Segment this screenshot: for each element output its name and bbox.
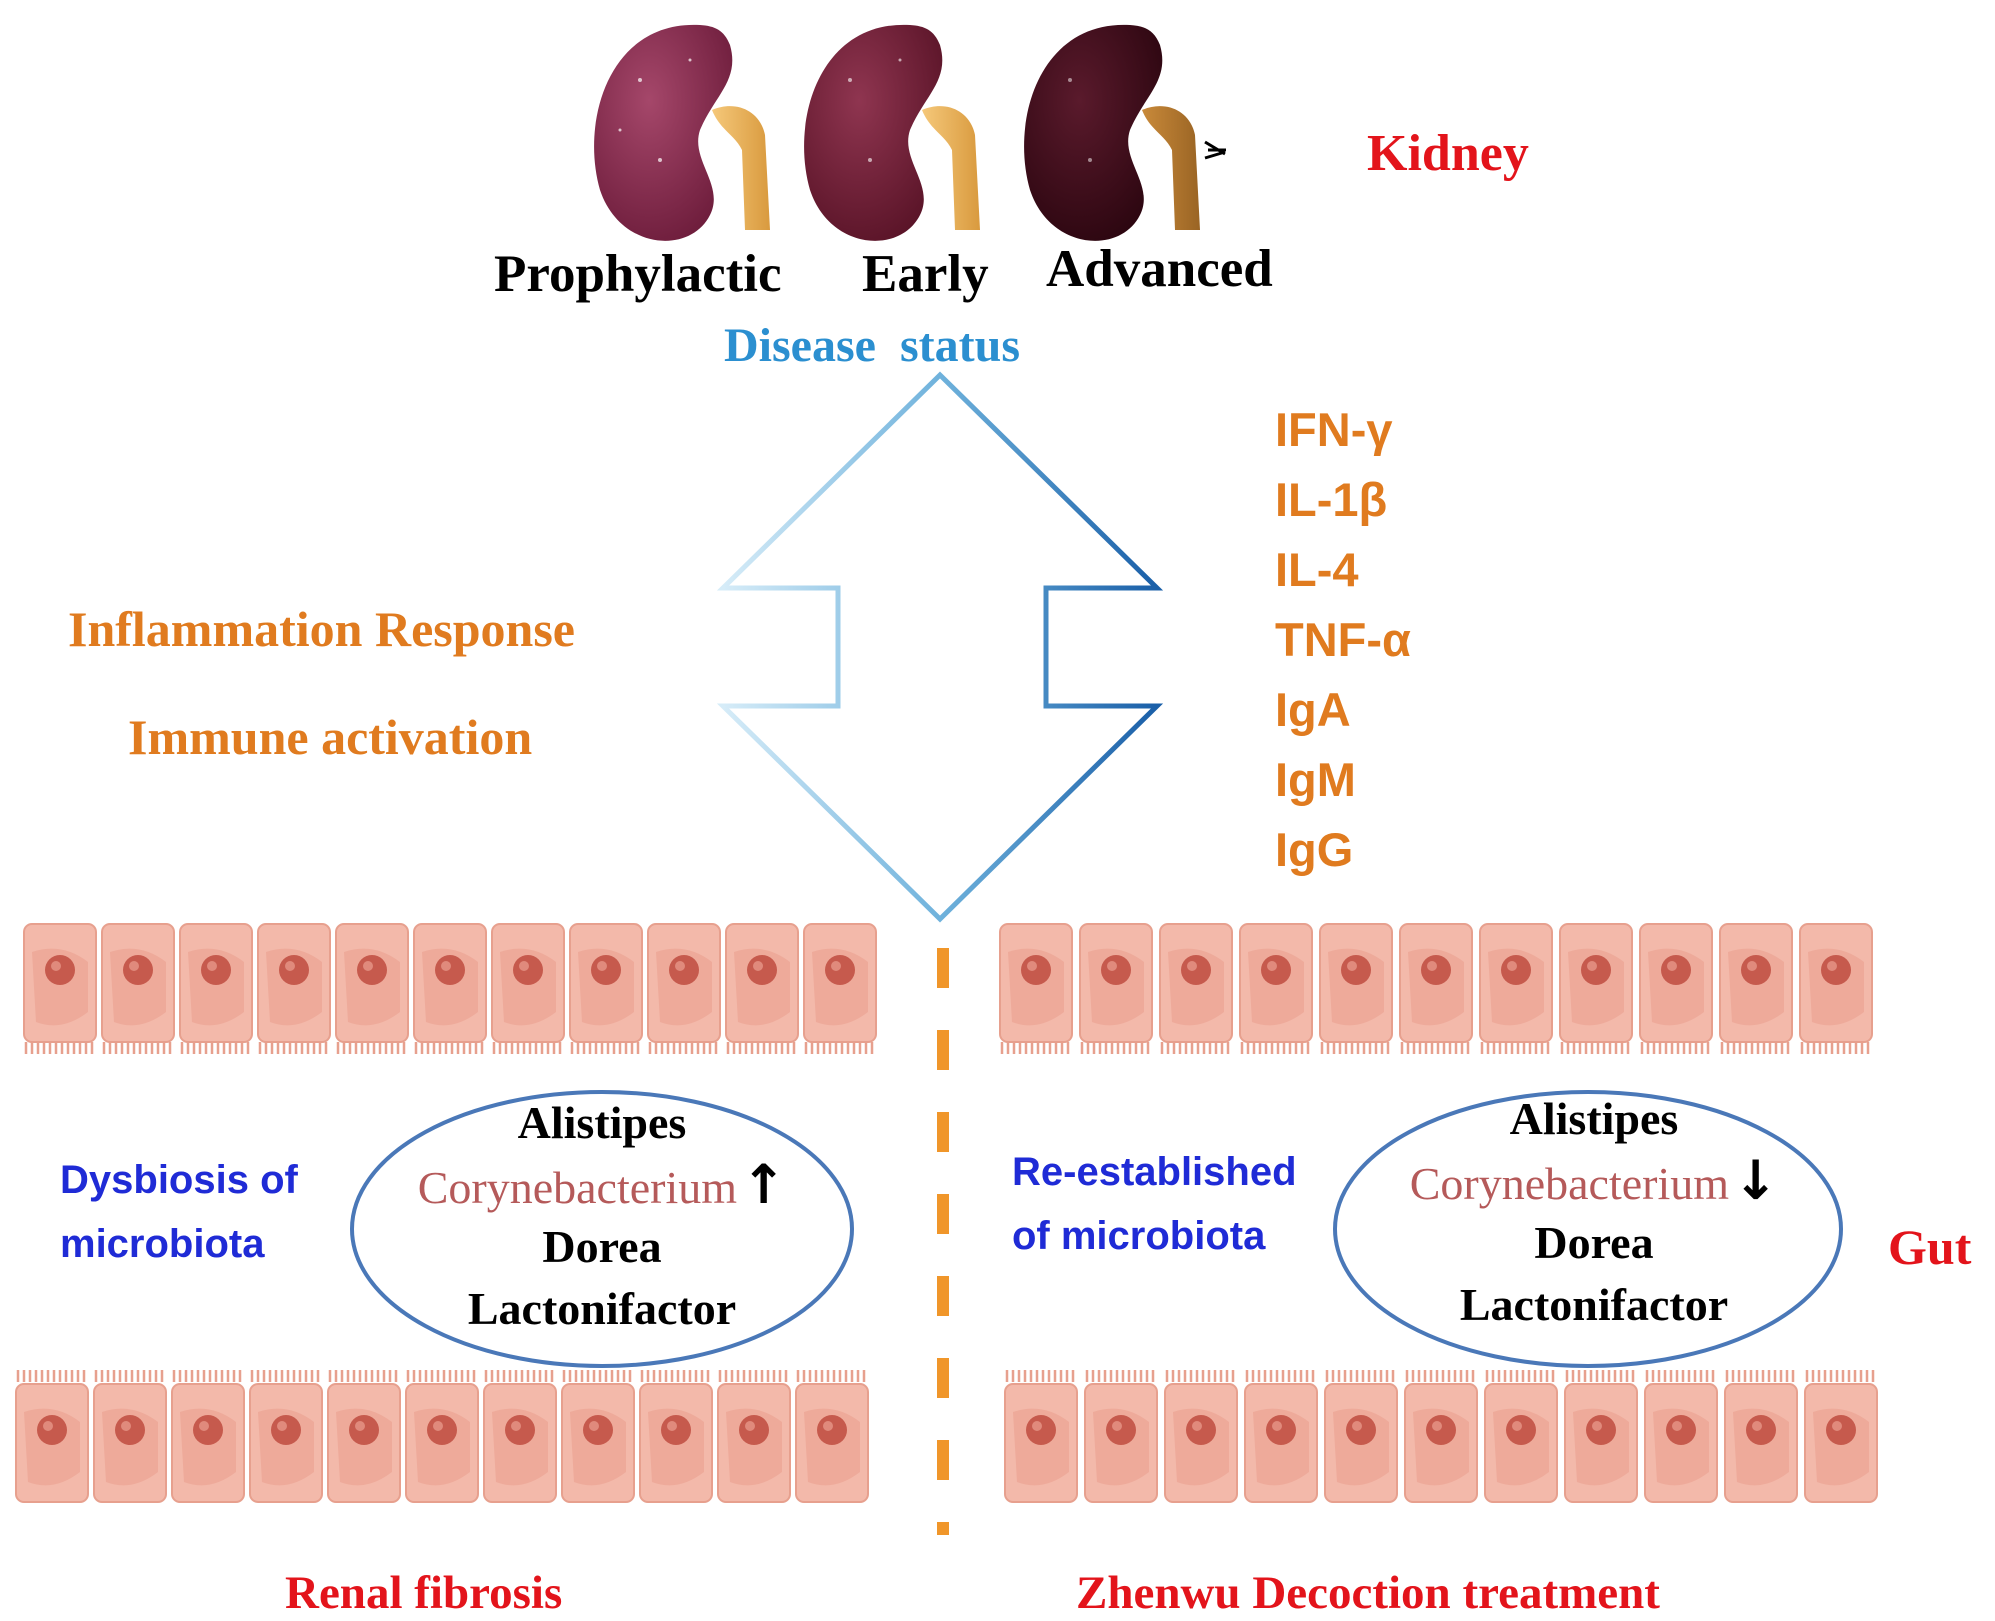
microbiota-ellipse-left xyxy=(350,1090,854,1368)
cytokine-item: IgG xyxy=(1275,823,1354,876)
stage-label-advanced: Advanced xyxy=(1046,240,1273,298)
reestablished-label-line1: Re-established xyxy=(1012,1150,1297,1194)
renal-fibrosis-caption: Renal fibrosis xyxy=(285,1567,563,1619)
bacteria-dorea: Dorea xyxy=(542,1221,662,1272)
gut-epithelium-right-bottom xyxy=(1004,1368,1878,1503)
dysbiosis-label-line1: Dysbiosis of xyxy=(60,1158,298,1202)
kidney-prophylactic-icon xyxy=(594,24,770,241)
cytokine-item: IgA xyxy=(1275,683,1351,736)
double-arrow-icon xyxy=(716,371,1164,923)
disease-status-label: Disease status xyxy=(724,319,1020,372)
kidney-section-label: Kidney xyxy=(1367,125,1529,182)
gut-epithelium-left-top xyxy=(23,923,877,1056)
bacteria-alistipes: Alistipes xyxy=(1509,1093,1679,1144)
cytokine-list: IFN-γ IL-1β IL-4 TNF-α IgA IgM IgG xyxy=(1275,395,1411,885)
up-arrow-icon: ↑ xyxy=(741,1153,787,1216)
kidney-early-icon xyxy=(804,24,980,241)
bacteria-corynebacterium-row: Corynebacterium↑ xyxy=(392,1154,812,1216)
kidney-advanced-icon xyxy=(1024,24,1226,241)
immune-activation-label: Immune activation xyxy=(128,709,533,765)
cytokine-item: IFN-γ xyxy=(1275,403,1393,456)
gut-epithelium-right-top xyxy=(999,923,1873,1056)
bacteria-alistipes: Alistipes xyxy=(517,1097,687,1148)
bacteria-lactonifactor: Lactonifactor xyxy=(1459,1279,1729,1330)
down-arrow-icon: ↓ xyxy=(1733,1149,1779,1212)
bacteria-dorea: Dorea xyxy=(1534,1217,1654,1268)
bacteria-corynebacterium: Corynebacterium xyxy=(417,1162,738,1213)
gut-section-label: Gut xyxy=(1888,1219,1972,1275)
cytokine-item: TNF-α xyxy=(1275,613,1411,666)
dysbiosis-label-line2: microbiota xyxy=(60,1222,265,1266)
reestablished-label-line2: of microbiota xyxy=(1012,1214,1266,1258)
inflammation-response-label: Inflammation Response xyxy=(68,601,575,657)
gut-epithelium-left-bottom xyxy=(15,1368,869,1503)
bacteria-corynebacterium: Corynebacterium xyxy=(1409,1158,1730,1209)
bacteria-list-right: Alistipes Corynebacterium↓ Dorea Lactoni… xyxy=(1374,1088,1814,1336)
zhenwu-treatment-caption: Zhenwu Decoction treatment xyxy=(1076,1567,1660,1619)
bacteria-list-left: Alistipes Corynebacterium↑ Dorea Lactoni… xyxy=(392,1092,812,1340)
microbiota-ellipse-right xyxy=(1333,1090,1843,1368)
bacteria-lactonifactor: Lactonifactor xyxy=(467,1283,737,1334)
cytokine-item: IL-4 xyxy=(1275,543,1359,596)
cytokine-item: IL-1β xyxy=(1275,473,1388,526)
bacteria-corynebacterium-row: Corynebacterium↓ xyxy=(1374,1150,1814,1212)
cytokine-item: IgM xyxy=(1275,753,1356,806)
stage-label-prophylactic: Prophylactic xyxy=(494,245,782,303)
stage-label-early: Early xyxy=(862,245,989,303)
